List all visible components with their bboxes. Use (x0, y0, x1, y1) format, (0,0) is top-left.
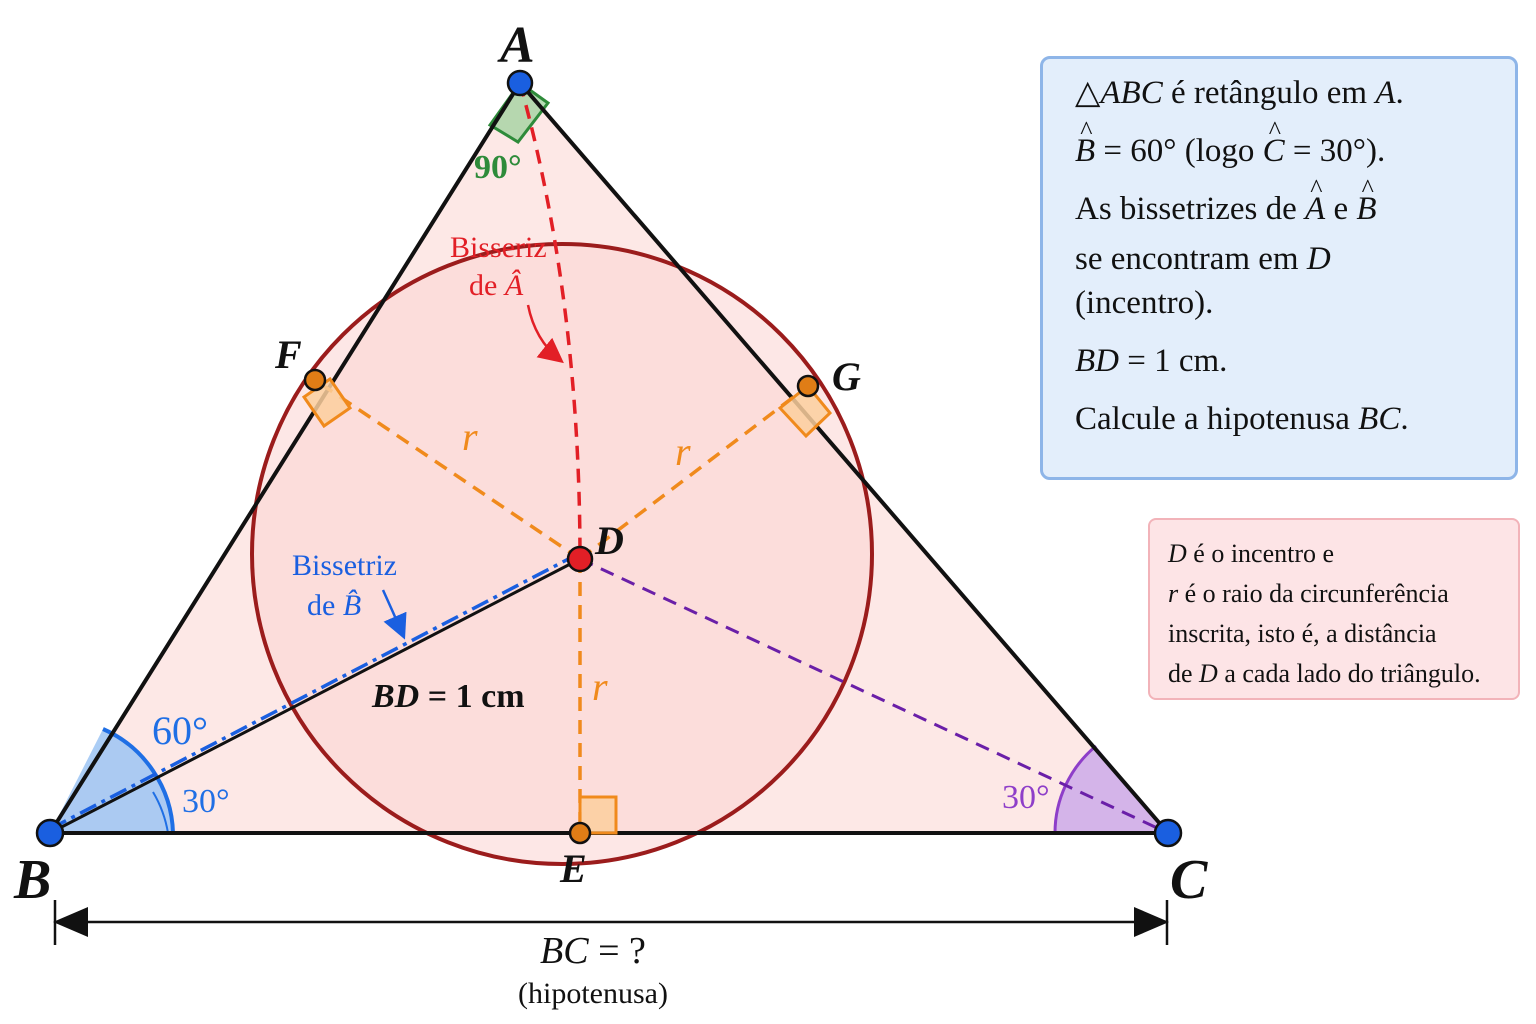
statement-text-3: As bissetrizes de (1075, 191, 1306, 227)
bd-length-label: BD = 1 cm (371, 678, 525, 715)
statement-line-5: (incentro). (1075, 283, 1515, 323)
statement-end-7: . (1400, 401, 1409, 437)
bisector-a-label-line1: Bisseriz (450, 231, 547, 264)
angle-b-half-label: 30° (182, 783, 230, 820)
segment-dc (579, 557, 1169, 835)
bc-length-rest: = ? (589, 930, 646, 972)
note-line-3: inscrita, isto é, a distância (1168, 614, 1518, 654)
statement-text-2: = 60° (logo (1095, 133, 1263, 169)
bisector-b-label-symbol: B̂ (343, 589, 361, 622)
point-g (796, 374, 820, 398)
bisector-a-label-line2: de Â (469, 269, 524, 302)
note-line-2: r é o raio da circunferência (1168, 574, 1518, 614)
statement-var-b-hat: B (1075, 131, 1095, 171)
statement-text-4: se encontram em (1075, 241, 1307, 277)
note-line-1: D é o incentro e (1168, 534, 1518, 574)
angle-a-label: 90° (474, 149, 522, 186)
statement-var-c-hat: C (1263, 131, 1285, 171)
statement-end-1: . (1395, 75, 1404, 111)
statement-text-1: é retângulo em (1162, 75, 1376, 111)
label-d: D (594, 518, 624, 563)
bisector-a-label-symbol: Â (503, 269, 524, 302)
note-text-4: a cada lado do triângulo. (1217, 659, 1481, 688)
note-var-d: D (1168, 539, 1187, 568)
statement-line-3: As bissetrizes de A e B (1075, 189, 1515, 229)
segment-bd (49, 557, 581, 835)
angle-b-full-label: 60° (152, 708, 208, 753)
radius-dg (578, 384, 810, 561)
bisector-b-line (49, 552, 579, 831)
point-c (1153, 818, 1183, 848)
statement-var-bc: BC (1358, 401, 1401, 437)
bd-length-var: BD (371, 678, 419, 715)
angle-b-sector (50, 729, 173, 833)
note-pre-4: de (1168, 659, 1200, 688)
statement-mid-3: e (1325, 191, 1357, 227)
bisector-b-label-line2: de B̂ (307, 589, 361, 622)
statement-text-7: Calcule a hipotenusa (1075, 401, 1359, 437)
note-var-d-2: D (1199, 659, 1218, 688)
bisector-a-pointer-arrow (526, 304, 564, 364)
statement-line-1: △ABC é retângulo em A. (1075, 73, 1515, 113)
radius-label-e: r (592, 664, 608, 709)
statement-line-4: se encontram em D (1075, 239, 1515, 279)
statement-var-d: D (1306, 241, 1331, 277)
statement-var-bd: BD (1075, 343, 1119, 379)
point-d (566, 545, 594, 573)
point-b (35, 818, 65, 848)
bd-length-rest: = 1 cm (419, 678, 524, 715)
statement-end-2: = 30°). (1284, 133, 1386, 169)
statement-line-7: Calcule a hipotenusa BC. (1075, 399, 1515, 439)
statement-var-a-hat: A (1305, 189, 1325, 229)
incenter-note-box: D é o incentro e r é o raio da circunfer… (1148, 518, 1520, 700)
note-var-r: r (1168, 579, 1179, 608)
point-e (568, 821, 592, 845)
bisector-b-pointer-arrow (381, 589, 407, 640)
statement-var-a: A (1375, 75, 1396, 111)
hypotenuse-label: (hipotenusa) (518, 977, 668, 1010)
bisector-a-line (518, 82, 582, 560)
right-angle-marker-g (777, 383, 833, 439)
statement-line-6: BD = 1 cm. (1075, 341, 1515, 381)
label-f: F (274, 332, 302, 377)
note-text-3: inscrita, isto é, a distância (1168, 619, 1437, 648)
statement-var-abc: ABC (1100, 75, 1163, 111)
radius-label-f: r (462, 414, 478, 459)
angle-c-label: 30° (1002, 779, 1050, 816)
label-a: A (497, 17, 535, 74)
incircle (250, 242, 874, 866)
bc-length-label: BC = ? (540, 930, 646, 972)
note-line-4: de D a cada lado do triângulo. (1168, 654, 1518, 694)
radius-df (314, 378, 581, 561)
statement-var-b-hat-2: B (1356, 189, 1376, 229)
note-text-1: é o incentro e (1186, 539, 1335, 568)
point-a (506, 69, 534, 97)
radius-label-g: r (675, 429, 691, 474)
point-f (303, 368, 327, 392)
label-g: G (832, 354, 861, 399)
problem-statement-box: △ABC é retângulo em A. B = 60° (logo C =… (1040, 56, 1518, 480)
triangle-symbol: △ (1075, 75, 1101, 111)
bisector-a-label-prefix: de (469, 269, 505, 302)
statement-line-2: B = 60° (logo C = 30°). (1075, 131, 1515, 171)
bisector-b-label-prefix: de (307, 589, 343, 622)
bc-length-var: BC (540, 930, 589, 972)
bisector-b-label-line1: Bissetriz (292, 549, 397, 582)
label-e: E (559, 846, 587, 891)
statement-text-6: = 1 cm. (1119, 343, 1228, 379)
angle-b-arc (102, 727, 175, 834)
label-b: B (13, 849, 51, 911)
label-c: C (1170, 849, 1208, 911)
statement-text-5: (incentro). (1075, 285, 1214, 321)
angle-c-sector (1055, 746, 1168, 833)
note-text-2: é o raio da circunferência (1178, 579, 1449, 608)
